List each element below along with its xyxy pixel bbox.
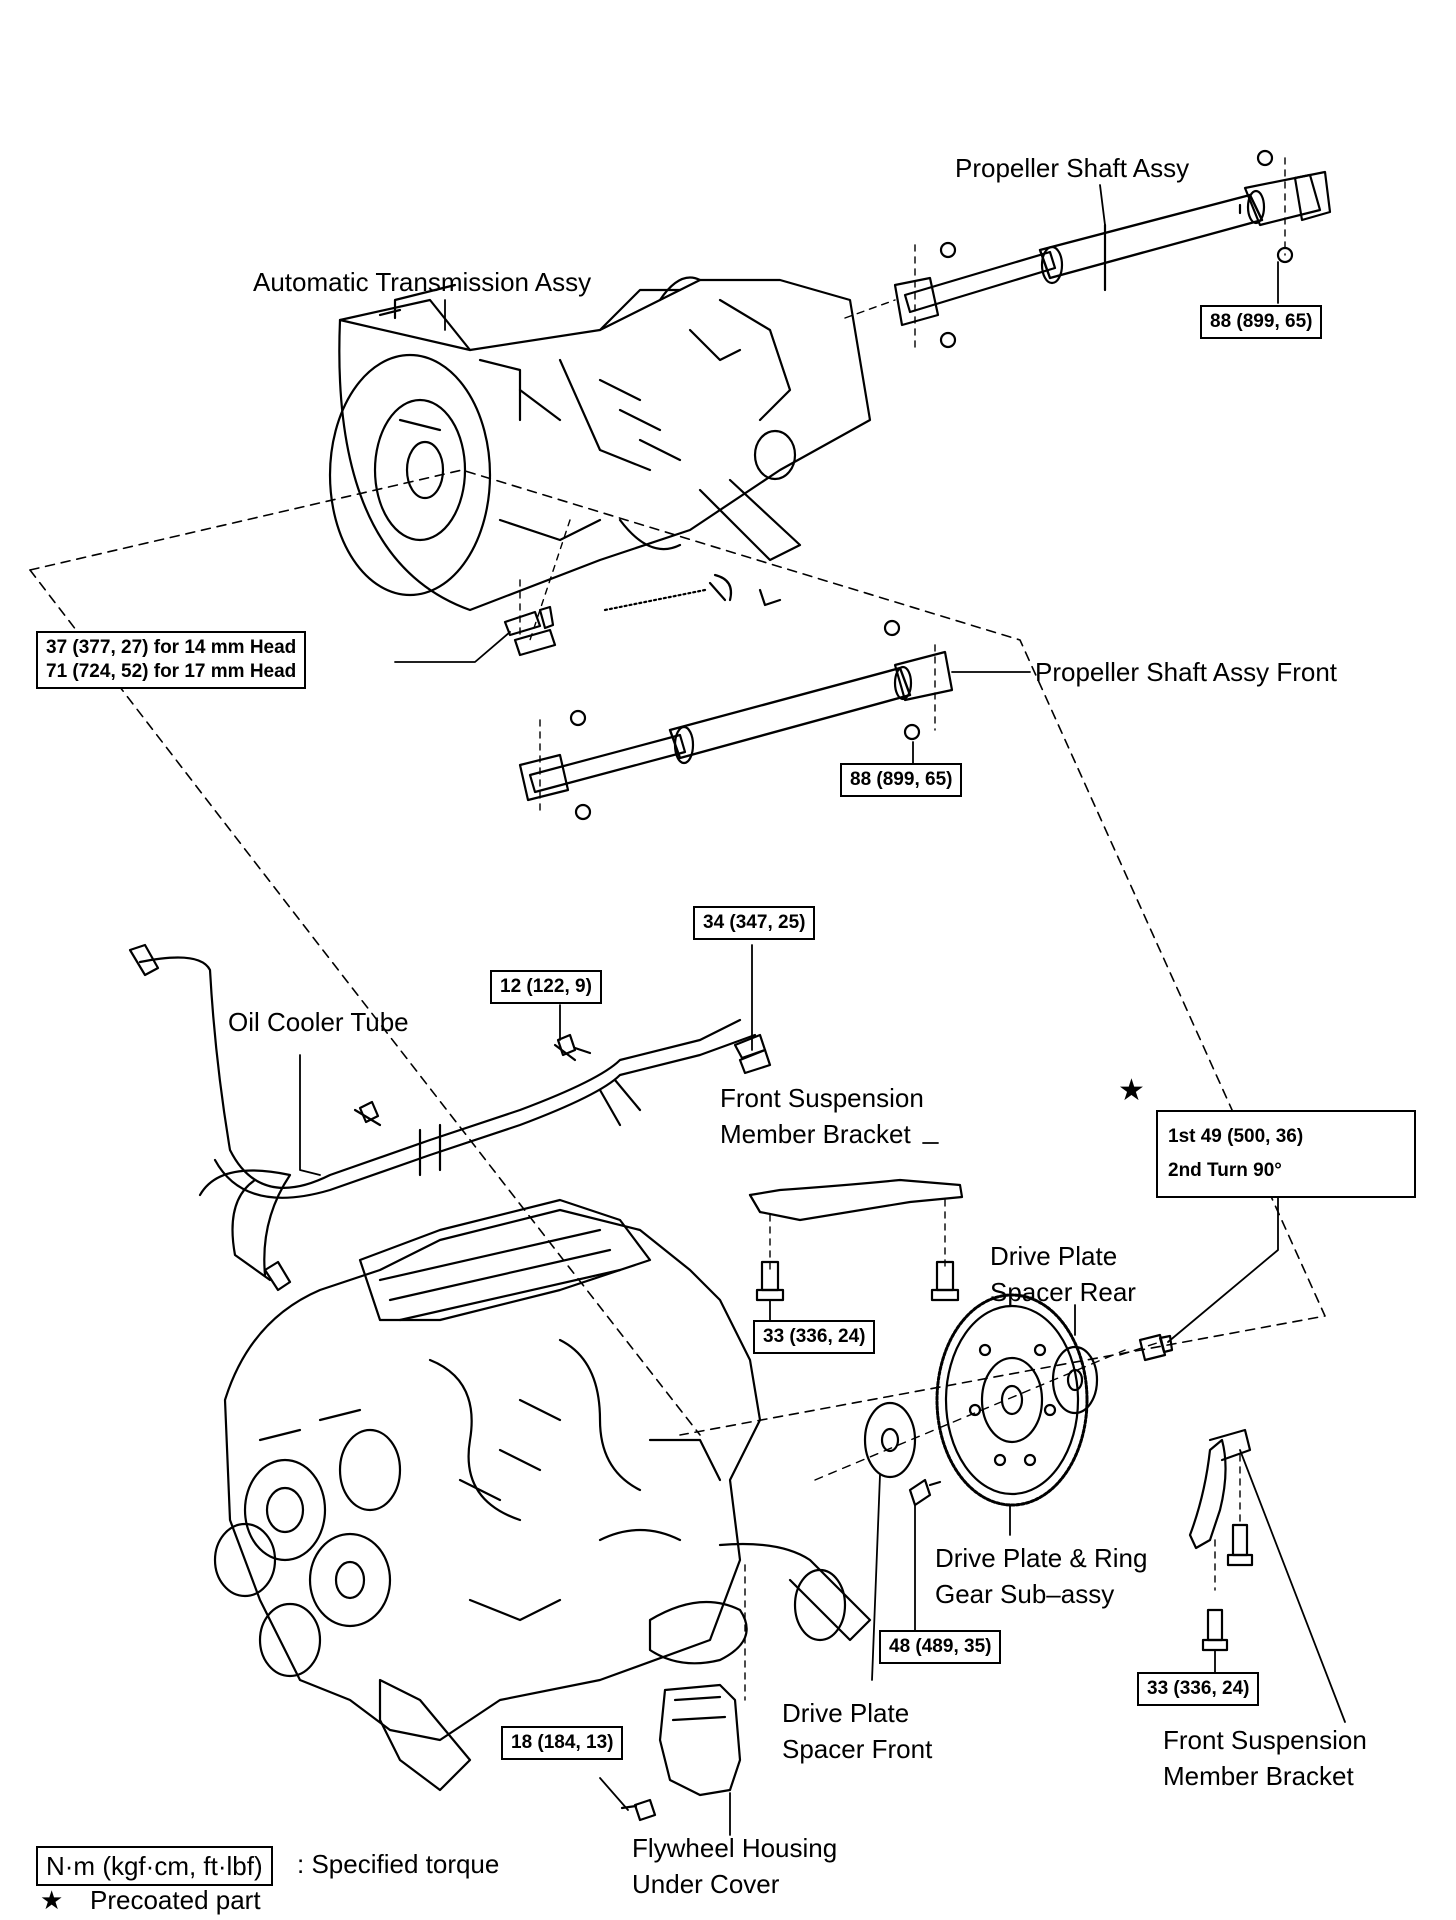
label-drive-plate-spacer-front: Drive Plate Spacer Front — [782, 1698, 933, 1764]
propeller-shaft-rear-drawing — [844, 149, 1332, 351]
legend-star-icon: ★ — [40, 1885, 64, 1915]
torque-spacer-front: 48 (489, 35) — [879, 1630, 1002, 1664]
label-oil-cooler-tube: Oil Cooler Tube — [228, 1007, 409, 1037]
precoat-star-marker: ★ — [1118, 1074, 1145, 1107]
oil-cooler-tube-drawing — [128, 943, 757, 1292]
fasteners-drawing — [358, 605, 772, 1124]
torque-tube-12: 12 (122, 9) — [490, 970, 602, 1004]
engine-drawing — [213, 1198, 872, 1792]
legend-unit-text: : Specified torque — [297, 1849, 500, 1879]
torque-prop-front: 88 (899, 65) — [840, 763, 963, 797]
torque-bracket-lower: 33 (336, 24) — [1137, 1672, 1260, 1706]
front-suspension-bracket-upper-drawing — [748, 1178, 964, 1302]
legend-unit-box: N·m (kgf·cm, ft·lbf) — [36, 1846, 273, 1886]
torque-flywheel-cover: 18 (184, 13) — [501, 1726, 624, 1760]
propeller-shaft-front-drawing — [518, 619, 954, 821]
torque-bracket-upper: 33 (336, 24) — [753, 1320, 876, 1354]
label-front-suspension-member-bracket-upper: Front Suspension Member Bracket — [720, 1083, 924, 1149]
label-flywheel-housing-under-cover: Flywheel Housing Under Cover — [632, 1833, 838, 1899]
legend-star-text: Precoated part — [90, 1885, 261, 1915]
torque-transmission-bolt: 37 (377, 27) for 14 mm Head 71 (724, 52)… — [36, 631, 307, 689]
label-drive-plate-spacer-rear: Drive Plate Spacer Rear — [990, 1241, 1136, 1307]
torque-drive-plate-bolt: 1st 49 (500, 36) 2nd Turn 90° — [1156, 1110, 1416, 1198]
front-suspension-bracket-lower-drawing — [1188, 1428, 1254, 1652]
drive-plate-ring-gear-drawing — [814, 1293, 1174, 1507]
torque-prop-rear: 88 (899, 65) — [1200, 305, 1323, 339]
torque-tube-34: 34 (347, 25) — [693, 906, 816, 940]
flywheel-cover-drawing — [620, 1683, 742, 1822]
transmission-drawing — [328, 276, 872, 657]
label-front-suspension-member-bracket-lower: Front Suspension Member Bracket — [1163, 1725, 1367, 1791]
label-propeller-shaft-assy-front: Propeller Shaft Assy Front — [1035, 657, 1338, 687]
label-drive-plate-ring-gear: Drive Plate & Ring Gear Sub–assy — [935, 1543, 1148, 1609]
leader-lines — [299, 184, 1346, 1836]
label-automatic-transmission-assy: Automatic Transmission Assy — [253, 267, 592, 297]
label-propeller-shaft-assy: Propeller Shaft Assy — [955, 153, 1190, 183]
